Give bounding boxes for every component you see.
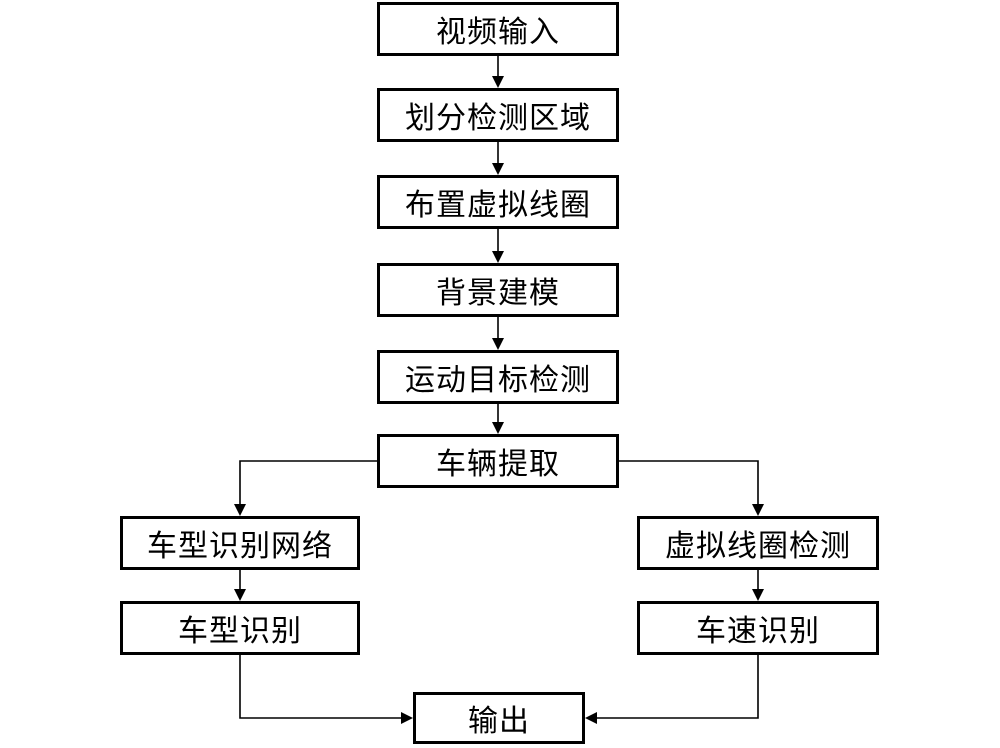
arrowhead-typenet <box>234 504 246 516</box>
node-vehicle-speed-recognition: 车速识别 <box>637 601 879 655</box>
node-output: 输出 <box>413 692 585 744</box>
edge-extract-coildet <box>619 460 759 506</box>
node-virtual-coil-detection: 虚拟线圈检测 <box>637 516 879 570</box>
arrowhead-output-left <box>401 712 413 724</box>
node-vehicle-type-recognition: 车型识别 <box>120 601 360 655</box>
node-moving-target-detection: 运动目标检测 <box>377 350 619 404</box>
edge-typerec-output <box>239 655 403 719</box>
edge-extract-typenet <box>239 460 377 506</box>
arrowhead-coil <box>492 163 504 175</box>
arrowhead-typerec <box>234 589 246 601</box>
arrowhead-extract <box>492 422 504 434</box>
edge-speedrec-output <box>595 655 759 719</box>
node-divide-detection-region: 划分检测区域 <box>377 88 619 142</box>
arrowhead-motion <box>492 338 504 350</box>
arrowhead-bg <box>492 251 504 263</box>
arrowhead-speedrec <box>752 589 764 601</box>
arrowhead-output-right <box>585 712 597 724</box>
node-video-input: 视频输入 <box>377 2 619 56</box>
node-background-modeling: 背景建模 <box>377 263 619 317</box>
arrowhead-region <box>492 76 504 88</box>
node-place-virtual-coil: 布置虚拟线圈 <box>377 175 619 229</box>
node-vehicle-extraction: 车辆提取 <box>377 434 619 488</box>
arrowhead-coildet <box>752 504 764 516</box>
node-vehicle-type-network: 车型识别网络 <box>120 516 360 570</box>
